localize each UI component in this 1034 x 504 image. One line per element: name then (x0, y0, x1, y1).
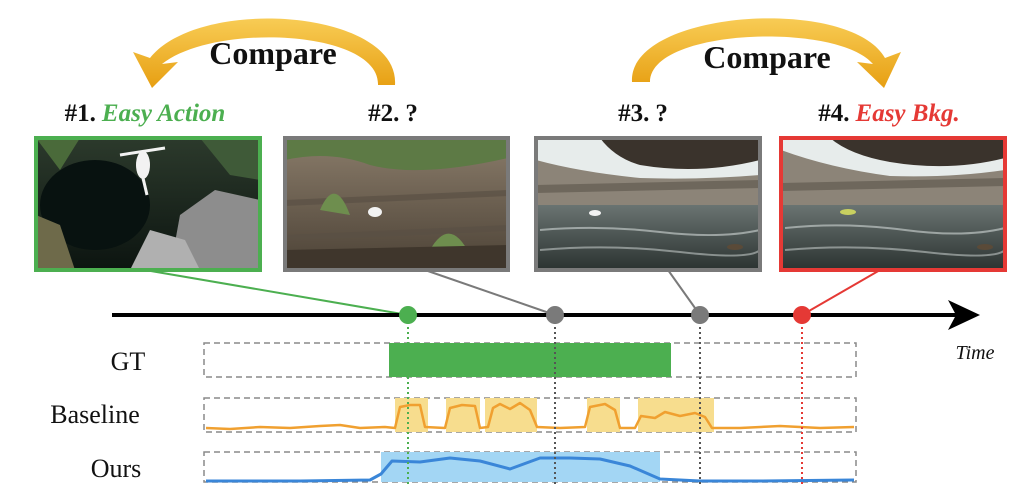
frame-title-1: #1.Easy Action (65, 100, 226, 127)
frame-number: #1. (65, 100, 96, 127)
frame-tag: ? (655, 100, 668, 127)
timeline-point-4 (793, 306, 811, 324)
frame-image-1 (36, 138, 260, 270)
frame-tag: Easy Action (101, 100, 225, 127)
frame-border-3 (534, 136, 762, 272)
timeline-point-1 (399, 306, 417, 324)
timeline-arrowhead (948, 300, 980, 330)
frame-number: #3. (618, 100, 649, 127)
frame-image-4 (781, 138, 1006, 270)
time-axis-label: Time (956, 342, 995, 364)
ours-score-line (206, 456, 855, 483)
baseline-highlight (446, 398, 480, 432)
compare-label-left: Compare (209, 35, 336, 71)
frame-tag: ? (405, 100, 418, 127)
compare-arrow-left (133, 18, 396, 88)
connector-4 (801, 269, 881, 316)
frame-number: #2. (368, 100, 399, 127)
connector-2 (424, 269, 556, 316)
compare-label-right: Compare (703, 39, 830, 75)
compare-arrow-right (631, 18, 901, 88)
row-label-gt: GT (111, 347, 146, 376)
gt-action-segment (389, 343, 671, 377)
frame-title-4: #4.Easy Bkg. (818, 100, 959, 127)
connector-1 (144, 269, 409, 316)
frame-title-3: #3.? (618, 100, 668, 127)
baseline-highlight (485, 398, 537, 432)
frame-title-2: #2.? (368, 100, 418, 127)
timeline-point-2 (546, 306, 564, 324)
frame-tag: Easy Bkg. (855, 100, 960, 127)
frame-image-2 (285, 138, 508, 270)
row-label-ours: Ours (91, 454, 142, 483)
frame-border-2 (283, 136, 510, 272)
row-label-baseline: Baseline (50, 400, 140, 429)
baseline-score-line (205, 401, 855, 431)
connector-3 (667, 269, 701, 316)
frame-image-3 (536, 138, 761, 270)
timeline-point-3 (691, 306, 709, 324)
frame-number: #4. (818, 100, 849, 127)
ours-highlight (381, 452, 660, 482)
frame-border-4 (779, 136, 1007, 272)
